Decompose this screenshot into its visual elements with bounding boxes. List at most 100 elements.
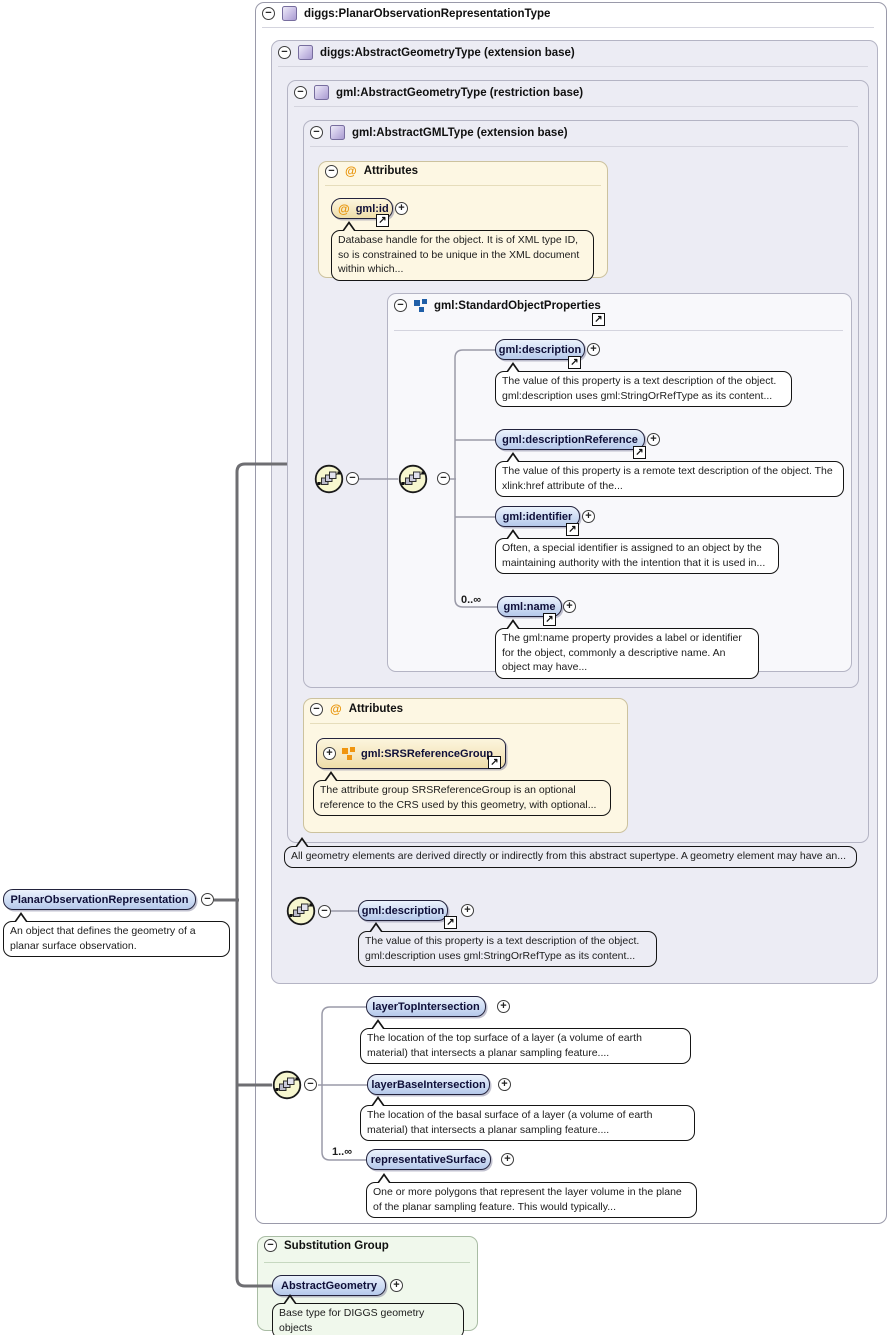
element-planar-observation-representation[interactable]: PlanarObservationRepresentation xyxy=(3,889,196,910)
element-abstract-geometry[interactable]: AbstractGeometry xyxy=(272,1275,386,1296)
attribute-icon: @ xyxy=(345,164,357,178)
substitution-group-title: Substitution Group xyxy=(284,1239,389,1252)
element-label: gml:description xyxy=(498,343,582,356)
element-layer-base-intersection[interactable]: layerBaseIntersection xyxy=(367,1074,490,1095)
gml-description-extension-tooltip: The value of this property is a text des… xyxy=(358,922,657,967)
collapse-button[interactable]: − xyxy=(201,893,214,906)
restriction-note-tooltip: All geometry elements are derived direct… xyxy=(284,837,857,868)
element-layer-top-intersection[interactable]: layerTopIntersection xyxy=(366,996,486,1017)
jump-to-definition-icon[interactable]: ↗ xyxy=(592,313,605,326)
collapse-button[interactable]: − xyxy=(310,702,323,716)
multiplicity-label: 1..∞ xyxy=(332,1146,353,1158)
expand-button[interactable]: + xyxy=(582,510,595,523)
gml-descriptionReference-tooltip: The value of this property is a remote t… xyxy=(495,452,844,497)
expand-button[interactable]: + xyxy=(647,433,660,446)
sequence-icon xyxy=(314,464,344,494)
header-standard-object-properties: − gml:StandardObjectProperties xyxy=(394,299,601,312)
element-representative-surface[interactable]: representativeSurface xyxy=(366,1149,491,1170)
collapse-button[interactable]: − xyxy=(325,164,338,178)
sequence-icon xyxy=(398,464,428,494)
expand-button[interactable]: + xyxy=(323,747,336,760)
gml-id-tooltip: Database handle for the object. It is of… xyxy=(331,221,594,281)
expand-button[interactable]: + xyxy=(461,904,474,917)
attribute-icon: @ xyxy=(330,702,342,716)
attribute-icon: @ xyxy=(338,201,350,216)
multiplicity-label: 0..∞ xyxy=(461,594,482,606)
sequence-icon xyxy=(272,1070,302,1100)
collapse-button[interactable]: − xyxy=(394,299,407,312)
element-gml-descriptionReference[interactable]: gml:descriptionReference xyxy=(495,429,645,450)
expand-button[interactable]: + xyxy=(501,1153,514,1166)
root-type-title: diggs:PlanarObservationRepresentationTyp… xyxy=(304,7,551,20)
jump-to-definition-icon[interactable]: ↗ xyxy=(488,756,501,769)
element-label: gml:name xyxy=(503,600,556,613)
planar-observation-tooltip: An object that defines the geometry of a… xyxy=(3,912,230,957)
model-group-icon xyxy=(414,299,427,312)
representative-surface-tooltip: One or more polygons that represent the … xyxy=(366,1173,697,1218)
collapse-button[interactable]: − xyxy=(264,1239,277,1252)
collapse-button[interactable]: − xyxy=(278,46,291,59)
srs-reference-group-tooltip: The attribute group SRSReferenceGroup is… xyxy=(313,771,611,816)
element-gml-identifier[interactable]: gml:identifier xyxy=(495,506,580,527)
header-root-type: − diggs:PlanarObservationRepresentationT… xyxy=(262,6,550,21)
collapse-button[interactable]: − xyxy=(262,7,275,20)
jump-to-definition-icon[interactable]: ↗ xyxy=(633,446,646,459)
attributes-title: Attributes xyxy=(348,703,404,715)
element-label: gml:description xyxy=(361,904,445,917)
gml-identifier-tooltip: Often, a special identifier is assigned … xyxy=(495,529,779,574)
extension-type-title: diggs:AbstractGeometryType (extension ba… xyxy=(320,46,575,59)
element-label: representativeSurface xyxy=(370,1153,487,1166)
complex-type-icon xyxy=(282,6,297,21)
abstract-geometry-tooltip: Base type for DIGGS geometry objects xyxy=(272,1294,464,1335)
collapse-button[interactable]: − xyxy=(318,905,331,918)
jump-to-definition-icon[interactable]: ↗ xyxy=(543,613,556,626)
attributes-title: Attributes xyxy=(363,165,419,177)
header-restriction-type: − gml:AbstractGeometryType (restriction … xyxy=(294,85,583,100)
complex-type-icon xyxy=(298,45,313,60)
element-label: gml:descriptionReference xyxy=(502,433,638,446)
header-gml-base-type: − gml:AbstractGMLType (extension base) xyxy=(310,125,568,140)
expand-button[interactable]: + xyxy=(395,202,408,215)
layer-base-intersection-tooltip: The location of the basal surface of a l… xyxy=(360,1096,695,1141)
jump-to-definition-icon[interactable]: ↗ xyxy=(568,356,581,369)
gml-name-tooltip: The gml:name property provides a label o… xyxy=(495,619,759,679)
jump-to-definition-icon[interactable]: ↗ xyxy=(444,916,457,929)
jump-to-definition-icon[interactable]: ↗ xyxy=(376,214,389,227)
element-label: PlanarObservationRepresentation xyxy=(10,893,189,906)
attribute-group-srs-reference[interactable]: + gml:SRSReferenceGroup xyxy=(316,738,506,769)
gml-description-tooltip: The value of this property is a text des… xyxy=(495,362,792,407)
header-substitution-group: − Substitution Group xyxy=(264,1239,389,1252)
element-label: gml:identifier xyxy=(502,510,573,523)
attribute-label: gml:id xyxy=(355,202,389,215)
collapse-button[interactable]: − xyxy=(304,1078,317,1091)
collapse-button[interactable]: − xyxy=(346,472,359,485)
expand-button[interactable]: + xyxy=(563,600,576,613)
header-attributes-1: − @ Attributes xyxy=(325,164,418,178)
element-gml-description-extension[interactable]: gml:description xyxy=(358,900,448,921)
element-label: layerBaseIntersection xyxy=(371,1078,486,1091)
attribute-gml-id[interactable]: @ gml:id xyxy=(331,198,393,219)
sequence-icon xyxy=(286,896,316,926)
standard-object-properties-title: gml:StandardObjectProperties xyxy=(434,299,601,312)
layer-top-intersection-tooltip: The location of the top surface of a lay… xyxy=(360,1019,691,1064)
restriction-type-title: gml:AbstractGeometryType (restriction ba… xyxy=(336,86,584,99)
element-gml-description[interactable]: gml:description xyxy=(495,339,585,360)
complex-type-icon xyxy=(314,85,329,100)
expand-button[interactable]: + xyxy=(587,343,600,356)
jump-to-definition-icon[interactable]: ↗ xyxy=(566,523,579,536)
collapse-button[interactable]: − xyxy=(294,86,307,99)
collapse-button[interactable]: − xyxy=(437,472,450,485)
expand-button[interactable]: + xyxy=(498,1078,511,1091)
attribute-group-label: gml:SRSReferenceGroup xyxy=(361,747,494,760)
expand-button[interactable]: + xyxy=(497,1000,510,1013)
header-attributes-2: − @ Attributes xyxy=(310,702,403,716)
collapse-button[interactable]: − xyxy=(310,126,323,139)
attribute-group-icon xyxy=(342,747,355,760)
header-extension-type: − diggs:AbstractGeometryType (extension … xyxy=(278,45,575,60)
complex-type-icon xyxy=(330,125,345,140)
element-label: layerTopIntersection xyxy=(372,1000,480,1013)
gml-base-type-title: gml:AbstractGMLType (extension base) xyxy=(352,126,568,139)
element-gml-name[interactable]: gml:name xyxy=(497,596,562,617)
expand-button[interactable]: + xyxy=(390,1279,403,1292)
